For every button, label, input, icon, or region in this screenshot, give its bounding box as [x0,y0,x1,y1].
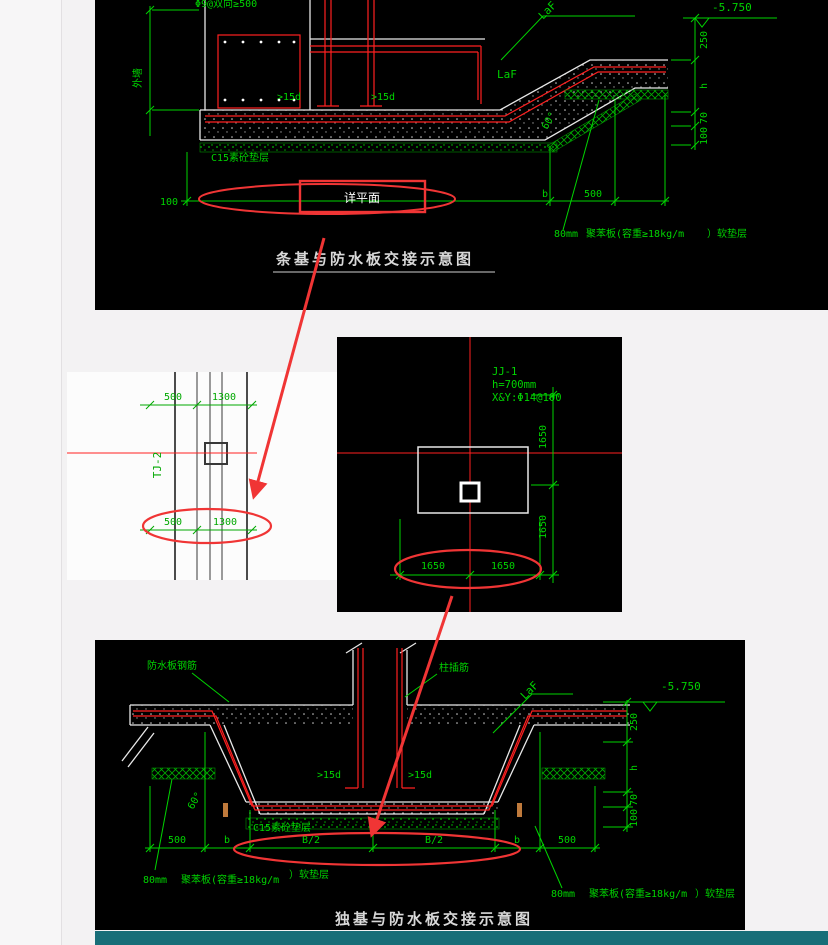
dim-top-500: 500 [164,392,182,403]
rebar-and-membrane-lines [205,0,666,123]
plan-ref-tag: 详平面 [344,190,380,205]
dim-500-right: 500 [558,835,576,846]
dim-500: 500 [584,189,602,200]
leader-material: 聚苯板(容重≥18kg/m [586,227,684,240]
column-section [459,481,481,503]
foundation-outline-lines [199,0,668,141]
dim-b2-right: B/2 [425,835,443,846]
markup-ellipse [393,548,543,590]
wall-rebar-section-dots [223,40,296,102]
dim-bottom-1650-a: 1650 [421,561,445,572]
wall-label: 外墙 [131,68,144,88]
cushion-label: C15素砼垫层 [211,151,269,164]
dim-70: 70 [629,794,640,806]
dim-bottom-1300: 1300 [213,517,237,528]
footing-outline [417,446,529,514]
dim-bottom-1650-b: 1650 [491,561,515,572]
column-dowel-label: 柱插筋 [439,661,469,674]
markup-ellipse [141,507,273,545]
markup-ellipse [198,183,456,215]
plan-ref-box [298,179,427,214]
dim-b: b [542,189,548,200]
wall-rebar-note: Φ9@双向≥500 [195,0,257,10]
dim-b-right: b [514,835,520,846]
top-detail-title: 条基与防水板交接示意图 [275,250,474,268]
wedge-marks [223,803,522,817]
footing-callout-rebar: X&Y:Φ14@100 [492,392,562,404]
dim-right-1650-b: 1650 [538,515,549,539]
leader-suffix-left: ）软垫层 [289,868,329,881]
anchor-length-right: >15d [371,92,395,103]
dim-250: 250 [629,713,640,731]
plan-annotation-texts: JJ-1 h=700mm X&Y:Φ14@100 1650 1650 1650 … [421,366,562,572]
anchor-length-left: >15d [277,92,301,103]
plan-background [337,337,622,612]
footing-callout-height: h=700mm [492,379,536,391]
axis-lines [337,337,622,612]
footing-callout-name: JJ-1 [492,366,517,378]
foundation-concrete-hatch [200,60,668,140]
leader-thickness-left: 80mm [143,875,167,886]
dim-100: 100 [629,809,640,827]
dim-h: h [629,765,640,771]
leader-thickness: 80mm [554,229,578,240]
dim-100-left: 100 [160,197,178,208]
strip-foundation-plan-view[interactable]: 500 1300 500 1300 TJ-2 [67,372,337,580]
leader-suffix-right: ）软垫层 [695,887,735,900]
dim-right-1650-a: 1650 [538,425,549,449]
dim-100: 100 [699,127,710,145]
dim-b2-left: B/2 [302,835,320,846]
leader-material-right: 聚苯板(容重≥18kg/m [589,887,687,900]
laf-horizontal-label: LaF [497,68,517,81]
bottom-detail-title: 独基与防水板交接示意图 [335,910,533,928]
markup-highlights [198,179,456,215]
left-scrollbar-strip [0,0,62,945]
leader-thickness-right: 80mm [551,889,575,900]
level-mark-label: -5.750 [661,680,701,693]
dim-70: 70 [699,112,710,124]
dim-top-1300: 1300 [212,392,236,403]
strip-footing-plan-lines [174,372,248,580]
slab-rebar-label: 防水板钢筋 [147,659,197,672]
independent-foundation-detail-canvas[interactable]: 防水板钢筋 柱插筋 -5.750 LaF 250 h 70 100 >15d >… [95,640,745,930]
anchor-length-left: >15d [317,770,341,781]
plan-background [67,372,337,580]
dim-250: 250 [699,31,710,49]
dim-500-left: 500 [168,835,186,846]
dim-h: h [699,83,710,89]
leader-material-left: 聚苯板(容重≥18kg/m [181,873,279,886]
cushion-layer-strips [199,89,669,153]
annotation-texts: Φ9@双向≥500 LaF -5.750 250 h 70 100 LaF >1… [131,0,752,240]
independent-footing-plan-view[interactable]: JJ-1 h=700mm X&Y:Φ14@100 1650 1650 1650 … [337,337,622,612]
cushion-label: C15素砼垫层 [253,821,311,834]
plan-dimension-lines [390,387,559,583]
axis-tag: TJ-2 [151,452,164,479]
anchor-length-right: >15d [408,770,432,781]
plan-dimension-texts: 500 1300 500 1300 TJ-2 [151,392,237,528]
leader-suffix: ）软垫层 [707,227,747,240]
level-mark-label: -5.750 [712,1,752,14]
dim-b-left: b [224,835,230,846]
dim-bottom-500: 500 [164,517,182,528]
strip-foundation-detail-canvas[interactable]: Φ9@双向≥500 LaF -5.750 250 h 70 100 LaF >1… [95,0,828,310]
canvas-background [95,640,745,930]
taskbar[interactable] [95,931,828,945]
annotation-texts: 防水板钢筋 柱插筋 -5.750 LaF 250 h 70 100 >15d >… [143,659,735,900]
